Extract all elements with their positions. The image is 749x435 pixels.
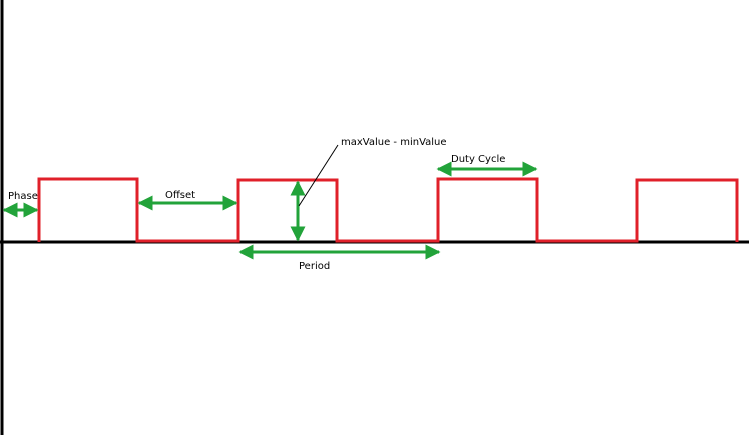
amplitude-label: maxValue - minValue [341, 137, 447, 148]
phase-label: Phase [8, 191, 38, 202]
duty-cycle-label: Duty Cycle [451, 154, 505, 165]
period-label: Period [299, 261, 330, 272]
square-waveform [37, 177, 739, 243]
offset-label: Offset [165, 190, 195, 201]
amplitude-leader-line [298, 144, 339, 207]
